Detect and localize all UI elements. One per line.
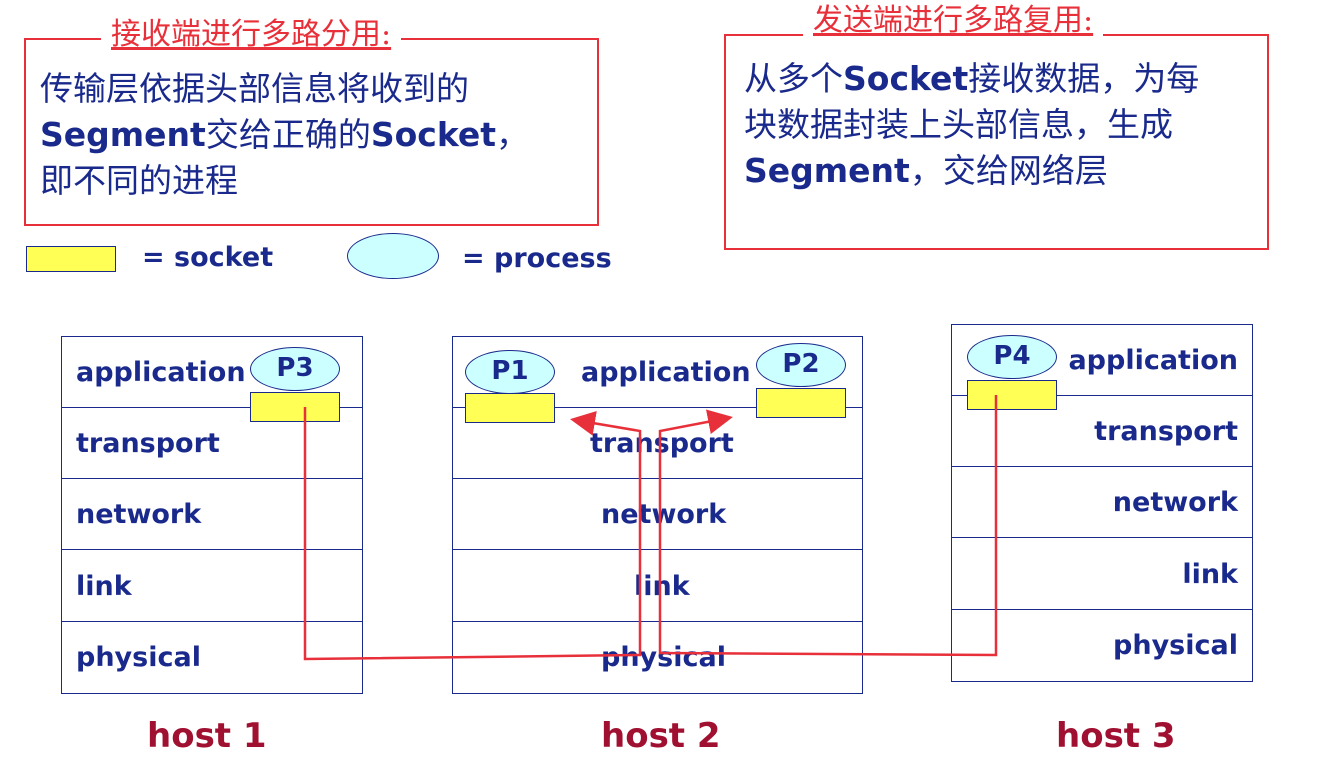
layer-label: link	[76, 571, 132, 602]
host-1-layer-physical: physical	[62, 622, 362, 693]
sender-line-2: 块数据封装上头部信息，生成	[744, 105, 1173, 144]
sender-mux-box: 从多个Socket接收数据，为每 块数据封装上头部信息，生成 Segment，交…	[724, 34, 1269, 250]
host-2-stack: application transport network link physi…	[452, 336, 863, 694]
layer-label: network	[76, 499, 202, 530]
receiver-line-3: 即不同的进程	[40, 161, 238, 200]
sender-line-1: 从多个Socket接收数据，为每	[744, 59, 1200, 98]
segment-term: Segment	[40, 115, 206, 154]
layer-label: link	[634, 571, 690, 602]
host-1-layer-link: link	[62, 551, 362, 622]
sender-line-3: Segment，交给网络层	[744, 151, 1108, 190]
path-host3-to-host2	[658, 395, 998, 657]
host-3-layer-network: network	[952, 467, 1252, 538]
layer-label: link	[1182, 559, 1238, 590]
layer-label: physical	[1113, 630, 1238, 661]
host-1-layer-network: network	[62, 479, 362, 550]
legend-process-label: = process	[462, 243, 612, 274]
layer-label: application	[1068, 345, 1238, 376]
layer-label: physical	[601, 642, 726, 673]
sender-mux-text: 从多个Socket接收数据，为每 块数据封装上头部信息，生成 Segment，交…	[744, 56, 1264, 194]
host-2-layer-link: link	[453, 551, 862, 622]
socket-p2	[756, 388, 846, 418]
socket-term: Socket	[370, 115, 497, 154]
layer-label: physical	[76, 642, 201, 673]
receiver-line-2: Segment交给正确的Socket，	[40, 115, 530, 154]
socket-p1	[465, 393, 555, 423]
host-1-layer-application: application	[62, 337, 362, 408]
receiver-demux-text: 传输层依据头部信息将收到的 Segment交给正确的Socket， 即不同的进程	[40, 66, 590, 204]
socket-p3	[250, 392, 340, 422]
host-1-layer-transport: transport	[62, 408, 362, 479]
layer-label: network	[1112, 487, 1238, 518]
host-1-label: host 1	[147, 716, 267, 756]
path-host1-to-host2	[303, 407, 642, 661]
layer-label: application	[581, 357, 751, 388]
segment-term: Segment	[744, 151, 910, 190]
layer-label: application	[76, 357, 246, 388]
receiver-line-1: 传输层依据头部信息将收到的	[40, 69, 469, 108]
process-p2: P2	[756, 343, 846, 387]
layer-label: network	[601, 499, 727, 530]
sender-mux-title: 发送端进行多路复用:	[803, 4, 1104, 38]
host-3-label: host 3	[1056, 716, 1176, 756]
receiver-demux-title: 接收端进行多路分用:	[101, 18, 402, 52]
legend-socket-label: = socket	[142, 242, 274, 273]
receiver-demux-box: 传输层依据头部信息将收到的 Segment交给正确的Socket， 即不同的进程	[24, 38, 599, 226]
host-2-layer-physical: physical	[453, 622, 862, 693]
host-3-layer-physical: physical	[952, 610, 1252, 681]
process-p3: P3	[250, 347, 340, 391]
legend-socket-swatch	[26, 246, 116, 272]
process-p4: P4	[967, 335, 1057, 379]
legend-process-swatch	[347, 233, 439, 279]
layer-label: transport	[1094, 416, 1238, 447]
host-2-layer-application: application	[453, 337, 862, 408]
host-3-layer-link: link	[952, 539, 1252, 610]
layer-label: transport	[76, 428, 220, 459]
host-3-layer-transport: transport	[952, 396, 1252, 467]
host-3-stack: application transport network link physi…	[951, 324, 1253, 682]
socket-p4	[967, 380, 1057, 410]
host-3-layer-application: application	[952, 325, 1252, 396]
socket-term: Socket	[843, 59, 969, 98]
host-1-stack: application transport network link physi…	[61, 336, 363, 694]
host-2-layer-network: network	[453, 479, 862, 550]
host-2-label: host 2	[601, 716, 721, 756]
